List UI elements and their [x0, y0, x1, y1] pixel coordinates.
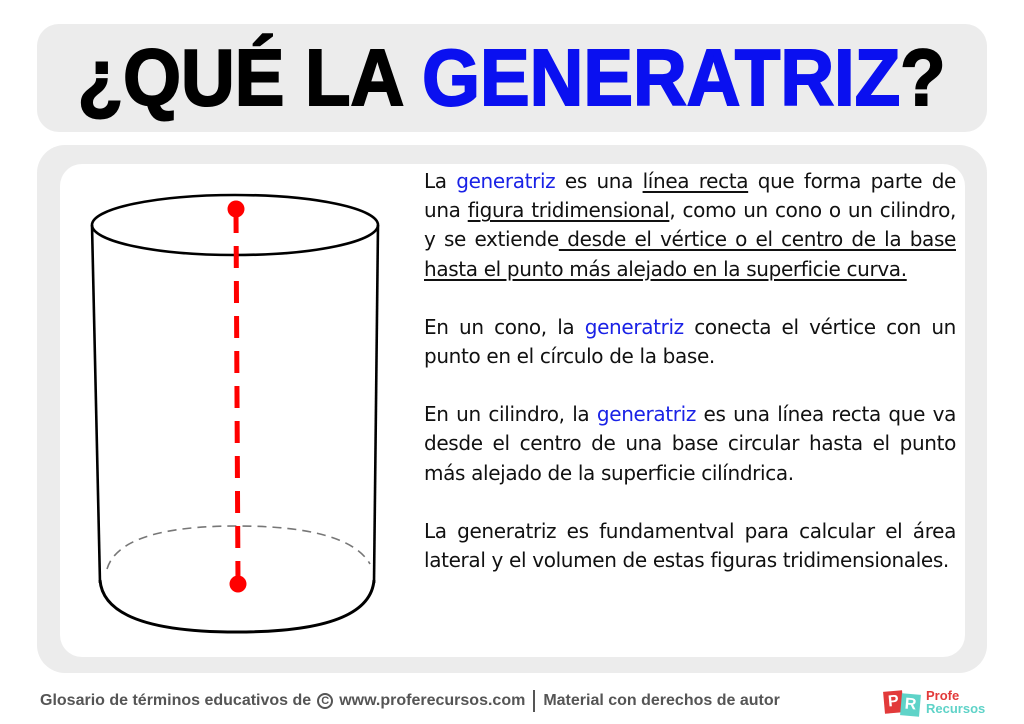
text-run: La [424, 169, 457, 193]
paragraph-importance: La generatriz es fundamentval para calcu… [424, 517, 956, 575]
generatrix-line [233, 210, 241, 585]
proferecursos-logo[interactable]: P R Profe Recursos [883, 688, 985, 717]
footer-glossary-text: Glosario de términos educativos de [40, 692, 312, 709]
logo-wordmark: Profe Recursos [926, 689, 985, 715]
cylinder-left-edge [90, 224, 102, 584]
logo-word-profe: Profe [926, 688, 960, 703]
content-panel [60, 164, 965, 657]
footer: Glosario de términos educativos de C www… [40, 686, 780, 716]
title-banner: ¿QUÉ LA GENERATRIZ? [37, 24, 987, 132]
title-suffix: ? [900, 33, 947, 122]
title-prefix: ¿QUÉ LA [77, 33, 423, 122]
definition-text: La generatriz es una línea recta que for… [424, 167, 956, 604]
generatrix-bottom-point [229, 575, 247, 593]
logo-r-tile: R [900, 693, 921, 717]
footer-website-link[interactable]: www.proferecursos.com [339, 692, 526, 709]
underlined-linea-recta: línea recta [642, 169, 749, 193]
paragraph-cone: En un cono, la generatriz conecta el vér… [424, 313, 956, 371]
text-run: La generatriz es fundamentval para calcu… [424, 518, 956, 573]
text-run: que forma parte de una [424, 169, 956, 223]
page-title: ¿QUÉ LA GENERATRIZ? [77, 37, 947, 119]
generatrix-top-point [227, 200, 245, 218]
text-run: En un cono, la [424, 314, 585, 339]
keyword-generatriz: generatriz [456, 169, 556, 193]
keyword-generatriz: generatriz [596, 402, 696, 427]
text-run: es una línea recta que va desde el centr… [424, 402, 956, 485]
paragraph-definition: La generatriz es una línea recta que for… [424, 167, 956, 284]
underlined-figura-tridimensional: figura tridimensional [467, 198, 670, 223]
cylinder-diagram [90, 193, 380, 634]
text-run: conecta el vértice con un punto en el cí… [424, 314, 956, 369]
cylinder-right-edge [372, 224, 380, 584]
text-run: , como un cono o un cilindro, y se extie… [424, 198, 956, 252]
cylinder-bottom-front-arc [98, 579, 376, 634]
cylinder-bottom-hidden-arc [106, 525, 371, 570]
title-accent: GENERATRIZ [422, 33, 902, 122]
paragraph-cylinder: En un cilindro, la generatriz es una lín… [424, 400, 956, 488]
copyright-icon: C [317, 693, 334, 709]
underlined-extent-description: desde el vértice o el centro de la base … [424, 227, 956, 281]
footer-divider [533, 690, 536, 712]
text-run: es una [555, 169, 643, 193]
footer-rights-text: Material con derechos de autor [543, 692, 780, 709]
logo-word-recursos: Recursos [926, 701, 986, 716]
keyword-generatriz: generatriz [584, 314, 684, 339]
text-run: En un cilindro, la [424, 402, 597, 427]
